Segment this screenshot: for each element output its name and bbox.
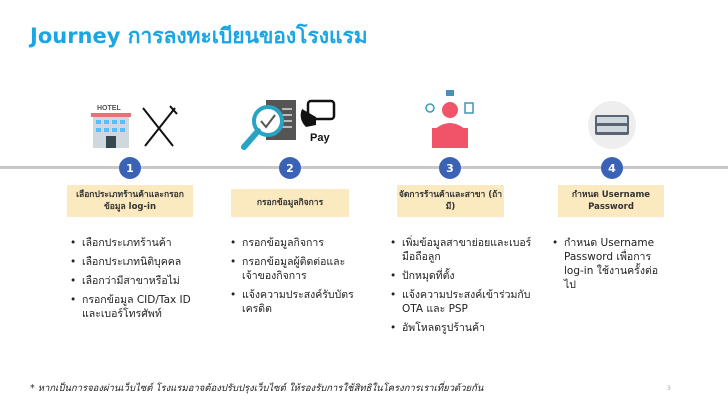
bullet-item: เลือกว่ามีสาขาหรือไม่ (70, 274, 212, 288)
hotel-restaurant-icon: HOTEL (50, 95, 210, 150)
bullet-item: กำหนด Username Password เพื่อการ log-in … (552, 236, 669, 292)
step-label: กรอกข้อมูลกิจการ (231, 189, 349, 217)
bullet-item: เลือกประเภทนิติบุคคล (70, 255, 212, 269)
step-number: 2 (279, 157, 301, 179)
pay-text: Pay (310, 132, 330, 144)
page-title: Journey การลงทะเบียนของโรงแรม (30, 24, 368, 48)
manager-icon (370, 88, 530, 150)
bullet-item: กรอกข้อมูล CID/Tax ID และเบอร์โทรศัพท์ (70, 293, 212, 321)
login-password-icon (532, 95, 692, 150)
timeline (0, 166, 728, 169)
footnote: * หากเป็นการจองผ่านเว็บไซต์ โรงแรมอาจต้อ… (30, 383, 484, 394)
step-number: 4 (601, 157, 623, 179)
step-number: 1 (119, 157, 141, 179)
page-number: 3 (667, 385, 671, 392)
step-number: 3 (439, 157, 461, 179)
bullet-item: อัพโหลดรูปร้านค้า (390, 321, 532, 335)
step-label: จัดการร้านค้าและสาขา (ถ้ามี) (397, 185, 504, 217)
bullet-item: กรอกข้อมูลผู้ติดต่อและเจ้าของกิจการ (230, 255, 372, 283)
bullet-item: ปักหมุดที่ตั้ง (390, 269, 532, 283)
bullet-item: เลือกประเภทร้านค้า (70, 236, 212, 250)
step-bullets: เลือกประเภทร้านค้า เลือกประเภทนิติบุคคล … (70, 236, 212, 326)
hotel-sign: HOTEL (97, 105, 121, 112)
step-bullets: เพิ่มข้อมูลสาขาย่อยและเบอร์มือถือลูก ปัก… (390, 236, 532, 340)
document-check-pay-icon: Pay (210, 95, 370, 150)
bullet-item: กรอกข้อมูลกิจการ (230, 236, 372, 250)
bullet-item: แจ้งความประสงค์รับบัตรเครดิต (230, 288, 372, 316)
bullet-item: แจ้งความประสงค์เข้าร่วมกับ OTA และ PSP (390, 288, 532, 316)
step-bullets: กำหนด Username Password เพื่อการ log-in … (552, 236, 669, 297)
bullet-item: เพิ่มข้อมูลสาขาย่อยและเบอร์มือถือลูก (390, 236, 532, 264)
step-label: กำหนด Username Password (558, 185, 664, 217)
step-label: เลือกประเภทร้านค้าและกรอกข้อมูล log-in (67, 185, 193, 217)
step-bullets: กรอกข้อมูลกิจการ กรอกข้อมูลผู้ติดต่อและเ… (230, 236, 372, 321)
